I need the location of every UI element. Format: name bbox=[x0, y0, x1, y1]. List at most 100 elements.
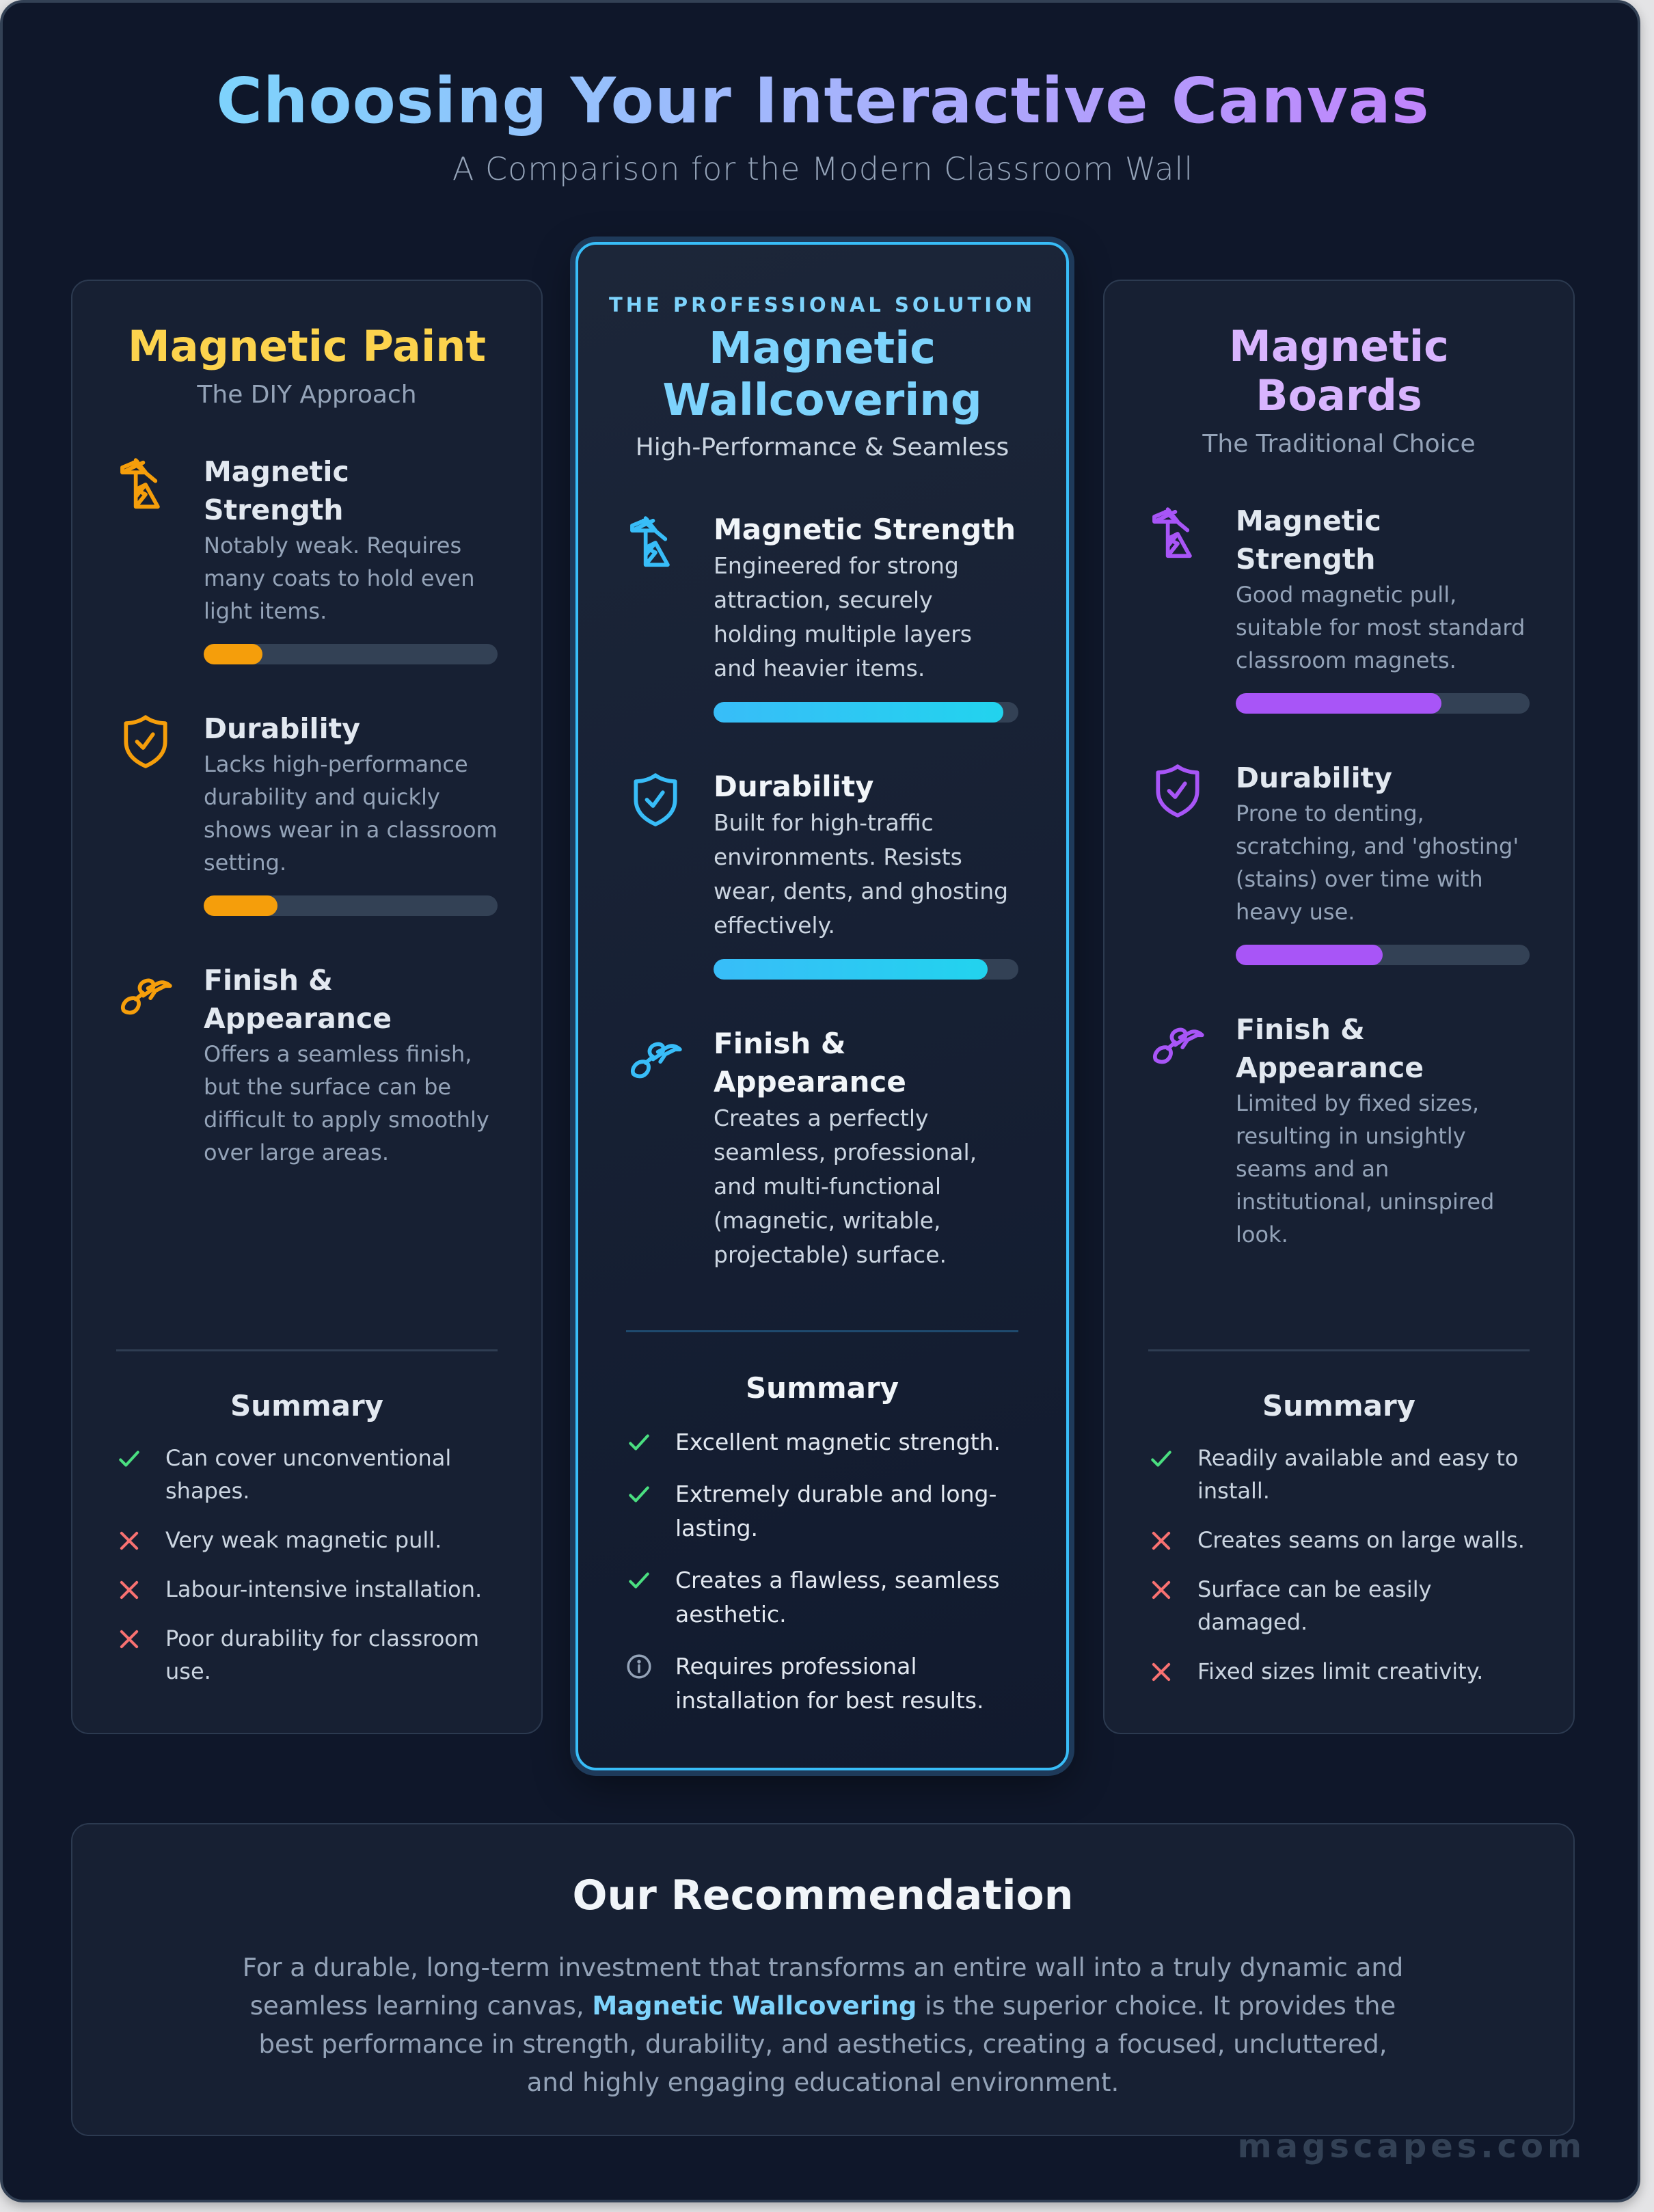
card-subtitle: The DIY Approach bbox=[197, 381, 417, 409]
crane-icon bbox=[116, 453, 204, 664]
feature-title: Finish & Appearance bbox=[714, 1027, 906, 1098]
divider bbox=[1148, 1349, 1530, 1351]
feature-list: Magnetic Strength Good magnetic pull, su… bbox=[1104, 502, 1573, 1251]
feature-title: Finish & Appearance bbox=[1236, 1013, 1424, 1084]
paintbrush-icon bbox=[1148, 1010, 1236, 1251]
feature-desc: Notably weak. Requires many coats to hol… bbox=[204, 532, 475, 624]
check-icon bbox=[626, 1425, 675, 1455]
check-icon bbox=[116, 1442, 165, 1472]
rating-bar bbox=[714, 702, 1018, 723]
page-subtitle: A Comparison for the Modern Classroom Wa… bbox=[452, 150, 1194, 187]
feature-desc: Engineered for strong attraction, secure… bbox=[714, 552, 972, 682]
recommendation-box: Our Recommendation For a durable, long-t… bbox=[71, 1823, 1575, 2136]
feature-list: Magnetic Strength Notably weak. Requires… bbox=[72, 453, 541, 1169]
rating-bar-fill bbox=[1236, 693, 1441, 714]
summary-text: Creates a flawless, seamless aesthetic. bbox=[675, 1567, 1000, 1628]
feature-row: Magnetic Strength Good magnetic pull, su… bbox=[1148, 502, 1530, 714]
feature-list: Magnetic Strength Engineered for strong … bbox=[578, 511, 1066, 1272]
card-magnetic-wallcovering: THE PROFESSIONAL SOLUTION Magnetic Wallc… bbox=[575, 242, 1069, 1770]
feature-row: Magnetic Strength Engineered for strong … bbox=[626, 511, 1018, 723]
crane-icon bbox=[626, 511, 714, 723]
rating-bar bbox=[204, 644, 498, 664]
rating-bar-fill bbox=[714, 702, 1003, 723]
shield-check-icon bbox=[626, 768, 714, 980]
check-icon bbox=[626, 1477, 675, 1507]
feature-title: Durability bbox=[204, 712, 360, 745]
summary-item: Surface can be easily damaged. bbox=[1148, 1573, 1530, 1638]
recommendation-title: Our Recommendation bbox=[572, 1872, 1074, 1919]
card-title-line-1: Magnetic bbox=[708, 323, 936, 374]
summary-item: Can cover unconventional shapes. bbox=[116, 1442, 498, 1507]
feature-row: Magnetic Strength Notably weak. Requires… bbox=[116, 453, 498, 664]
rating-bar bbox=[204, 895, 498, 916]
feature-desc: Offers a seamless finish, but the surfac… bbox=[204, 1041, 489, 1165]
card-title-line-2: Wallcovering bbox=[662, 375, 982, 426]
summary-item: Readily available and easy to install. bbox=[1148, 1442, 1530, 1507]
card-title-line-2: Boards bbox=[1256, 370, 1422, 420]
summary-item: Fixed sizes limit creativity. bbox=[1148, 1655, 1530, 1688]
summary-item: Excellent magnetic strength. bbox=[626, 1425, 1018, 1459]
recommendation-text: For a durable, long-term investment that… bbox=[235, 1949, 1411, 2102]
summary-list: Excellent magnetic strength. Extremely du… bbox=[626, 1425, 1018, 1718]
divider bbox=[116, 1349, 498, 1351]
card-title: Magnetic Boards bbox=[1104, 322, 1573, 420]
feature-row: Finish & Appearance Offers a seamless fi… bbox=[116, 961, 498, 1169]
summary-item: Very weak magnetic pull. bbox=[116, 1524, 498, 1556]
summary-list: Readily available and easy to install.Cr… bbox=[1148, 1442, 1530, 1688]
info-icon bbox=[626, 1649, 675, 1680]
header: Choosing Your Interactive Canvas A Compa… bbox=[3, 63, 1643, 187]
card-title-line-1: Magnetic bbox=[1229, 321, 1449, 371]
check-icon bbox=[626, 1563, 675, 1593]
summary-text: Poor durability for classroom use. bbox=[165, 1626, 480, 1684]
summary-item: Labour-intensive installation. bbox=[116, 1573, 498, 1606]
summary-text: Can cover unconventional shapes. bbox=[165, 1445, 452, 1504]
feature-title: Durability bbox=[714, 770, 874, 803]
summary-title: Summary bbox=[230, 1389, 384, 1422]
recommendation-text-before: For a durable, long-term investment that… bbox=[242, 1953, 1404, 2021]
recommendation-text-after: is the superior choice. It provides the … bbox=[258, 1991, 1396, 2097]
summary-text: Labour-intensive installation. bbox=[165, 1576, 483, 1602]
summary-section: Summary Excellent magnetic strength. Extr… bbox=[626, 1330, 1018, 1718]
card-title: Magnetic Paint bbox=[128, 321, 486, 371]
rating-bar bbox=[714, 959, 1018, 980]
feature-row: Finish & Appearance Creates a perfectly … bbox=[626, 1025, 1018, 1272]
feature-desc: Limited by fixed sizes, resulting in uns… bbox=[1236, 1090, 1495, 1247]
summary-section: Summary Readily available and easy to in… bbox=[1148, 1349, 1530, 1688]
feature-desc: Lacks high-performance durability and qu… bbox=[204, 751, 498, 876]
summary-title: Summary bbox=[1262, 1389, 1416, 1422]
summary-text: Very weak magnetic pull. bbox=[165, 1527, 442, 1553]
rating-bar-fill bbox=[204, 644, 262, 664]
summary-text: Requires professional installation for b… bbox=[675, 1653, 984, 1714]
feature-title: Finish & Appearance bbox=[204, 964, 392, 1035]
feature-desc: Prone to denting, scratching, and 'ghost… bbox=[1236, 800, 1519, 925]
rating-bar bbox=[1236, 693, 1530, 714]
shield-check-icon bbox=[116, 710, 204, 916]
feature-title: Magnetic Strength bbox=[1236, 504, 1381, 576]
rating-bar-fill bbox=[714, 959, 988, 980]
feature-row: Finish & Appearance Limited by fixed siz… bbox=[1148, 1010, 1530, 1251]
divider bbox=[626, 1330, 1018, 1332]
feature-row: Durability Lacks high-performance durabi… bbox=[116, 710, 498, 916]
rating-bar bbox=[1236, 945, 1530, 965]
summary-item: Extremely durable and long-lasting. bbox=[626, 1477, 1018, 1546]
feature-desc: Built for high-traffic environments. Res… bbox=[714, 809, 1009, 939]
paintbrush-icon bbox=[626, 1025, 714, 1272]
summary-title: Summary bbox=[745, 1371, 899, 1405]
summary-text: Surface can be easily damaged. bbox=[1197, 1576, 1432, 1635]
cross-icon bbox=[1148, 1524, 1197, 1554]
cross-icon bbox=[116, 1622, 165, 1652]
summary-text: Extremely durable and long-lasting. bbox=[675, 1481, 997, 1541]
summary-text: Readily available and easy to install. bbox=[1197, 1445, 1519, 1504]
feature-row: Durability Prone to denting, scratching,… bbox=[1148, 759, 1530, 965]
crane-icon bbox=[1148, 502, 1236, 714]
page-title: Choosing Your Interactive Canvas bbox=[216, 63, 1429, 139]
card-subtitle: The Traditional Choice bbox=[1202, 430, 1476, 458]
shield-check-icon bbox=[1148, 759, 1236, 965]
feature-desc: Creates a perfectly seamless, profession… bbox=[714, 1105, 977, 1268]
feature-title: Magnetic Strength bbox=[204, 455, 349, 526]
featured-tag: THE PROFESSIONAL SOLUTION bbox=[608, 293, 1036, 316]
cross-icon bbox=[116, 1524, 165, 1554]
summary-text: Excellent magnetic strength. bbox=[675, 1429, 1001, 1455]
summary-text: Fixed sizes limit creativity. bbox=[1197, 1658, 1484, 1684]
